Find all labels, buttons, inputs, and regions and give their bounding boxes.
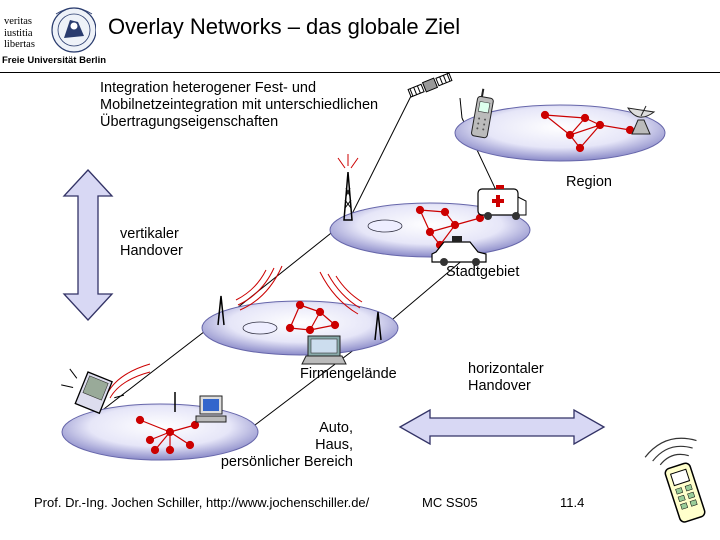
- horizontal-handover-arrow: [398, 408, 606, 446]
- campus-disc: [201, 300, 399, 356]
- city-label: Stadtgebiet: [446, 264, 520, 280]
- personal-area-label: Auto, Haus, persönlicher Bereich: [220, 420, 353, 470]
- campus-label: Firmengelände: [300, 366, 397, 382]
- desktop-computer-icon: [195, 395, 227, 423]
- satellite-icon: [407, 72, 453, 98]
- footer-course: MC SS05: [422, 495, 478, 510]
- page-title: Overlay Networks – das globale Ziel: [108, 14, 461, 39]
- vertical-handover-label: vertikaler Handover: [120, 226, 183, 259]
- footer-author: Prof. Dr.-Ing. Jochen Schiller, http://w…: [34, 495, 370, 510]
- laptop-icon: [301, 335, 347, 365]
- region-network: [540, 110, 635, 153]
- footer-page-number: 11.4: [560, 495, 585, 510]
- logo-motto: veritas iustitia libertas: [4, 16, 35, 50]
- personal-network: [135, 415, 200, 455]
- region-disc: [454, 104, 666, 162]
- title-divider: [0, 72, 720, 73]
- cordless-phone-icon: [644, 437, 706, 523]
- mobile-phone-icon: [471, 88, 494, 139]
- campus-antenna-icon: [174, 295, 382, 412]
- region-label: Region: [566, 174, 612, 190]
- antenna-tower-icon: [337, 154, 359, 221]
- campus-network: [285, 300, 340, 335]
- pda-icon: [61, 368, 125, 415]
- logo-university-name: Freie Universität Berlin: [2, 55, 107, 66]
- radio-waves-icon: [105, 265, 363, 399]
- vertical-handover-arrow: [62, 169, 114, 321]
- satellite-dish-icon: [626, 105, 656, 135]
- ambulance-icon: [477, 185, 527, 220]
- horizontal-handover-label: horizontaler Handover: [468, 361, 544, 394]
- police-car-icon: [431, 236, 487, 266]
- intro-text: Integration heterogener Fest- und Mobiln…: [100, 80, 379, 130]
